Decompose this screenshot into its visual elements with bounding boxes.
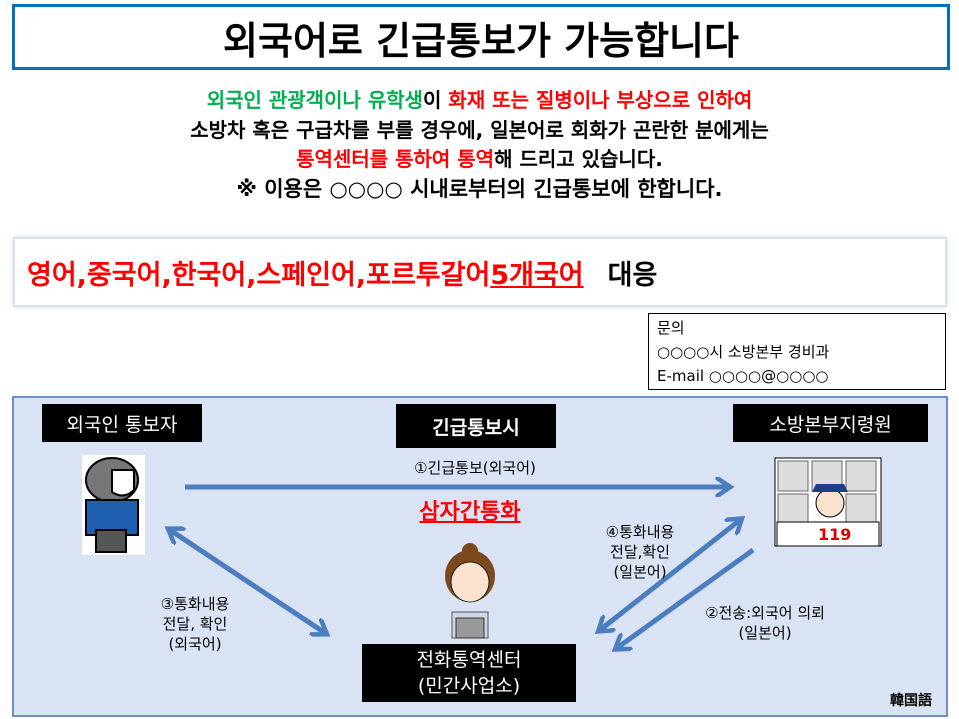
dispatcher-illustration — [774, 457, 882, 547]
three-way-call-label: 삼자간통화 — [419, 500, 521, 525]
intro-line-1: 외국인 관광객이나 유학생이 화재 또는 질병이나 부상으로 인하여 — [0, 84, 959, 113]
step-4-line: ④통화내용 — [605, 523, 675, 541]
intro-red-text: 화재 또는 질병이나 부상으로 인하여 — [448, 88, 753, 112]
intro-green-text: 외국인 관광객이나 유학생 — [206, 88, 424, 112]
operator-illustration — [445, 543, 495, 639]
foreign-caller-illustration — [82, 455, 145, 555]
arrow-center-dispatcher — [600, 520, 740, 630]
contact-org: ○○○○시 소방본부 경비과 — [657, 343, 830, 361]
dispatcher-text: 소방본부지령원 — [769, 413, 892, 436]
intro-note: ※ 이용은 ○○○○ 시내로부터의 긴급통보에 한합니다. — [236, 177, 723, 201]
language-tag: 韓国語 — [890, 693, 932, 709]
intro-text: 해 드리고 있습니다. — [494, 147, 663, 171]
step-2-label: ②전송:외국어 의뢰 (일본어) — [685, 603, 845, 643]
center-type: (민간사업소) — [417, 675, 521, 697]
intro-red-text: 통역센터를 통하여 통역 — [296, 147, 495, 171]
caller-label: 외국인 통보자 — [42, 404, 202, 442]
intro-line-3: 통역센터를 통하여 통역해 드리고 있습니다. — [0, 143, 959, 172]
step-3-line: ③통화내용 — [160, 595, 230, 613]
supported-languages: 영어,중국어,한국어,스페인어,포르투갈어 5개국어 대응 — [13, 237, 947, 307]
page-title: 외국어로 긴급통보가 가능합니다 — [12, 4, 950, 70]
contact-box: 문의 ○○○○시 소방본부 경비과 E-mail ○○○○@○○○○ — [648, 313, 946, 390]
language-count: 5개국어 — [490, 259, 584, 291]
center-name: 전화통역센터 — [416, 649, 522, 671]
contact-heading: 문의 — [657, 319, 685, 337]
step-2-line: (일본어) — [738, 624, 792, 642]
contact-email: E-mail ○○○○@○○○○ — [657, 367, 829, 385]
arrow-caller-center — [170, 530, 325, 633]
interpretation-center-label: 전화통역센터 (민간사업소) — [362, 644, 576, 702]
intro-line-2: 소방차 혹은 구급차를 부를 경우에, 일본어로 회화가 곤란한 분에게는 — [190, 118, 769, 142]
emergency-label: 긴급통보시 — [396, 404, 556, 448]
sign-119: 119 — [818, 525, 852, 544]
dispatcher-label: 소방본부지령원 — [733, 404, 928, 442]
step-3-line: 전달, 확인 — [162, 615, 228, 633]
language-list: 영어,중국어,한국어,스페인어,포르투갈어 — [27, 259, 491, 291]
step-1-label: ①긴급통보(외국어) — [414, 459, 536, 477]
step-2-line: ②전송:외국어 의뢰 — [705, 604, 825, 622]
language-suffix: 대응 — [607, 259, 658, 291]
step-4-line: (일본어) — [613, 563, 667, 581]
intro-text: 이 — [423, 88, 449, 112]
step-4-line: 전달,확인 — [610, 543, 670, 561]
step-3-line: (외국어) — [168, 635, 222, 653]
arrow-dispatcher-to-center — [617, 547, 755, 648]
